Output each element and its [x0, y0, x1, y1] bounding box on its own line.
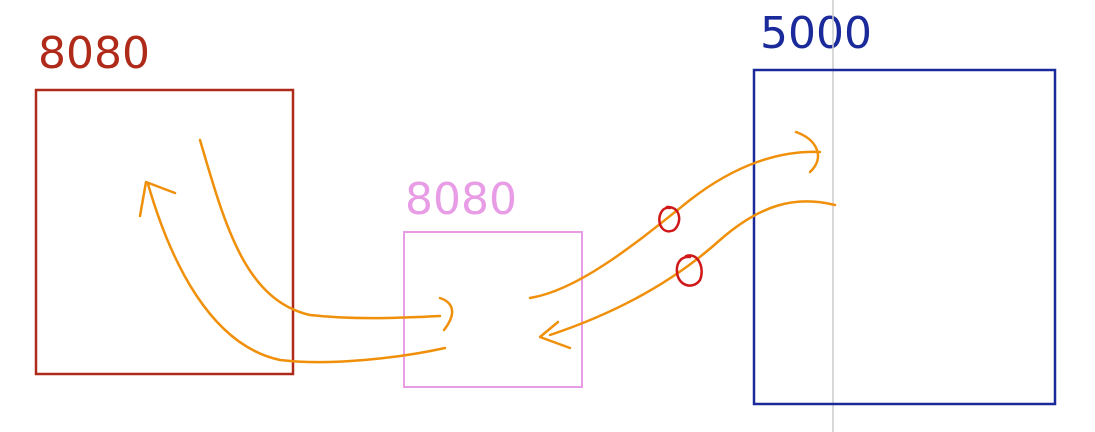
arrow-middle-to-left [146, 182, 447, 364]
arrow-right-to-middle [548, 200, 837, 337]
red-marker-lower [675, 254, 703, 287]
right-box [752, 68, 1057, 406]
red-marker-upper [658, 205, 681, 233]
left-box [34, 88, 295, 376]
left-box-label: 8080 [38, 28, 150, 79]
arrow-right-to-middle-head [538, 320, 572, 350]
middle-box-label: 8080 [405, 174, 517, 225]
arrow-left-to-middle-head [438, 296, 454, 332]
arrow-middle-to-left-head [138, 180, 177, 218]
arrow-middle-to-right [528, 150, 822, 300]
right-box-label: 5000 [760, 8, 872, 59]
arrow-middle-to-right-head [794, 130, 820, 174]
middle-box [403, 231, 583, 388]
arrow-left-to-middle [198, 138, 442, 320]
